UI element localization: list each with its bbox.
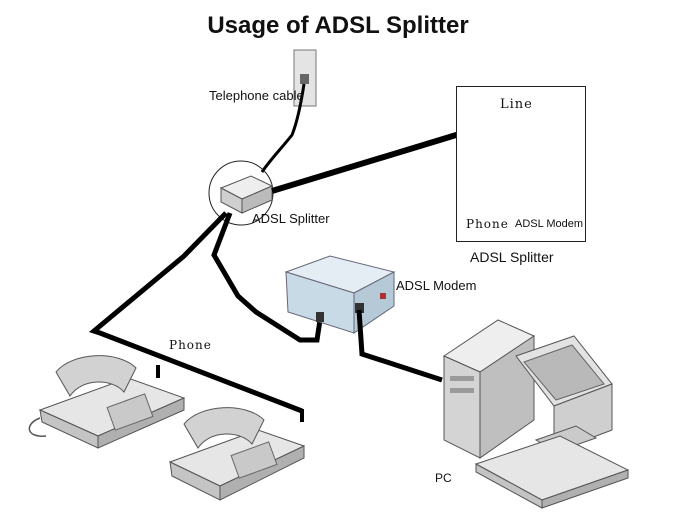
cable-splitter-to-modem	[211, 212, 323, 343]
telephone-cable-label: Telephone cable	[209, 88, 304, 103]
splitter-inset-box: Line Phone ADSL Modem	[456, 86, 586, 242]
telephone-cable	[260, 83, 306, 173]
adsl-splitter-label: ADSL Splitter	[252, 211, 330, 226]
cable-modem-to-pc	[356, 309, 443, 383]
cable-splitter-to-inset	[271, 129, 467, 194]
modem-device	[284, 255, 396, 334]
pc-tower	[442, 319, 536, 459]
inset-phone-label: Phone	[466, 217, 509, 231]
telephone-1	[28, 355, 186, 449]
wall-socket	[293, 49, 317, 107]
diagram-title: Usage of ADSL Splitter	[207, 12, 469, 39]
pc-keyboard	[474, 435, 630, 509]
splitter-device	[219, 175, 274, 214]
phone-label: Phone	[169, 338, 212, 352]
inset-modem-label: ADSL Modem	[515, 218, 584, 230]
telephone-2	[168, 407, 306, 501]
inset-line-label: Line	[500, 97, 533, 112]
phone-line-cable	[88, 211, 303, 414]
pc-label: PC	[435, 471, 452, 485]
adsl-modem-label: ADSL Modem	[396, 278, 477, 293]
inset-caption: ADSL Splitter	[470, 249, 554, 265]
